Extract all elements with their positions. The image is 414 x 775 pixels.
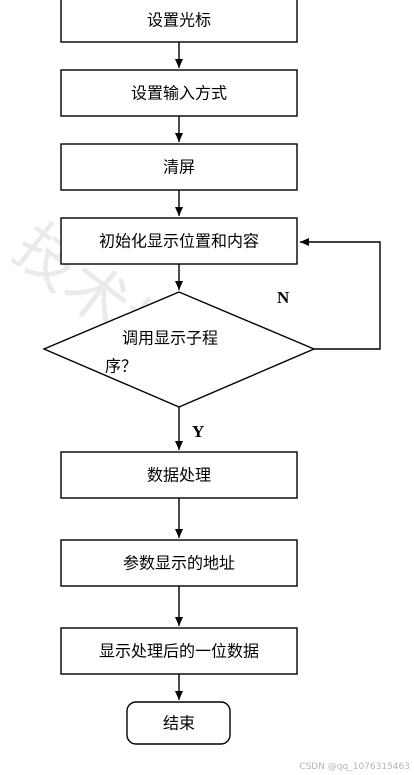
node-clear-screen-label: 清屏 bbox=[163, 158, 195, 177]
node-param-display-address: 参数显示的地址 bbox=[60, 539, 298, 587]
node-init-display-label: 初始化显示位置和内容 bbox=[99, 232, 259, 251]
node-set-input-mode: 设置输入方式 bbox=[60, 69, 298, 117]
csdn-credit: CSDN @qq_1076315463 bbox=[299, 762, 410, 772]
node-set-cursor-label: 设置光标 bbox=[147, 11, 211, 30]
node-param-display-address-label: 参数显示的地址 bbox=[123, 554, 235, 573]
node-decision: 调用显示子程 序？ bbox=[42, 291, 316, 408]
node-set-input-mode-label: 设置输入方式 bbox=[131, 84, 227, 103]
node-decision-line1: 调用显示子程 bbox=[122, 329, 218, 348]
node-set-cursor: 设置光标 bbox=[60, 0, 298, 43]
node-data-processing: 数据处理 bbox=[60, 451, 298, 499]
node-init-display: 初始化显示位置和内容 bbox=[60, 217, 298, 265]
node-show-processed-digit: 显示处理后的一位数据 bbox=[60, 627, 298, 675]
loop-back-line bbox=[300, 238, 381, 350]
node-clear-screen: 清屏 bbox=[60, 143, 298, 191]
node-end: 结束 bbox=[126, 701, 231, 745]
node-decision-line2: 序？ bbox=[105, 357, 137, 376]
node-show-processed-digit-label: 显示处理后的一位数据 bbox=[99, 642, 259, 661]
edge-label-yes: Y bbox=[192, 422, 204, 441]
node-data-processing-label: 数据处理 bbox=[147, 466, 211, 485]
node-end-label: 结束 bbox=[163, 714, 195, 733]
edge-label-no: N bbox=[277, 288, 290, 307]
